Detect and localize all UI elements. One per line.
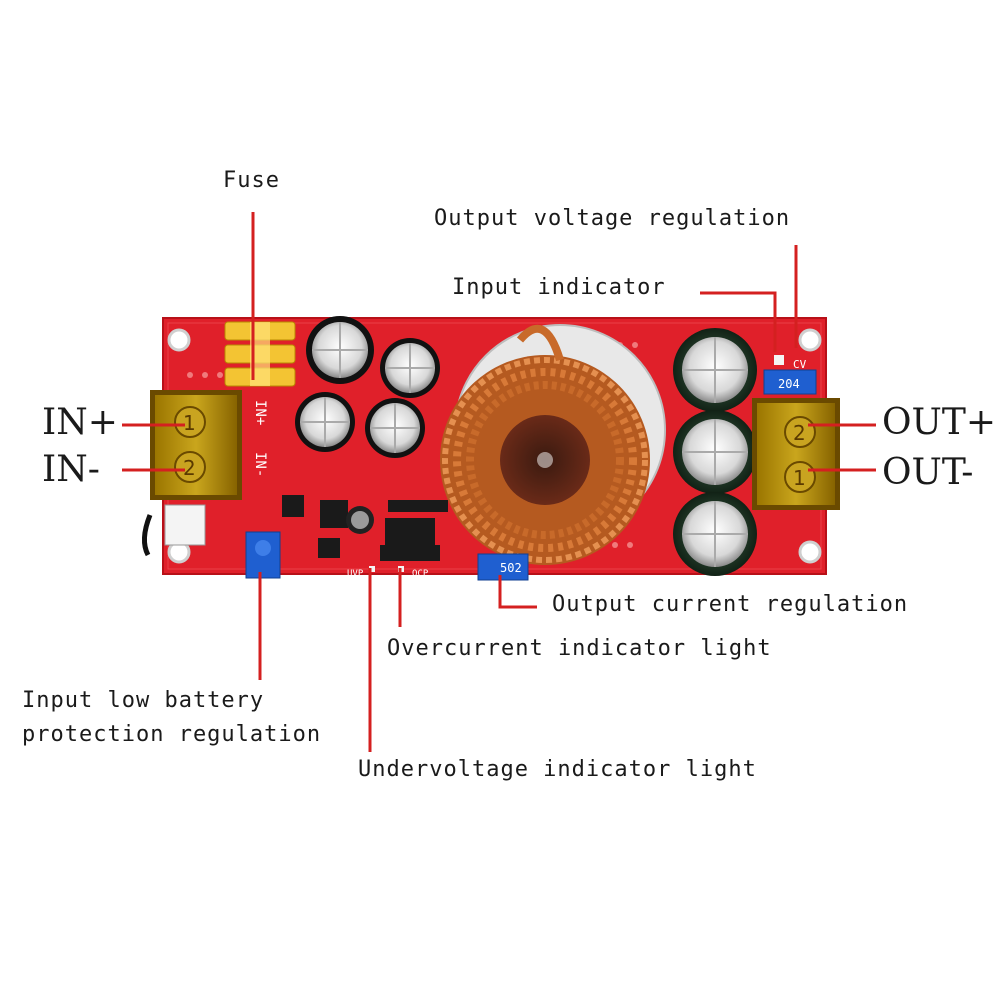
fuse-block (224, 321, 296, 387)
label-out-plus: OUT+ (882, 402, 997, 443)
label-in-plus: IN+ (42, 402, 118, 443)
silk-ocp: OCP (412, 569, 429, 579)
input-capacitors (295, 316, 440, 458)
output-terminal-block: 2 1 (752, 398, 840, 510)
label-fuse: Fuse (223, 168, 280, 193)
silk-in-plus: IN+ (252, 400, 268, 425)
control-ics (282, 495, 448, 561)
pot-ov-value: 204 (778, 377, 800, 391)
leader-lines (122, 212, 876, 752)
input-terminal-block: 1 2 (150, 390, 242, 500)
silk-in-minus: IN- (252, 452, 268, 477)
label-overcurrent-indicator-light: Overcurrent indicator light (387, 636, 772, 661)
label-input-low-battery-line1: Input low battery (22, 688, 265, 713)
terminal-out-1: 1 (793, 466, 806, 490)
terminal-in-2: 2 (183, 456, 196, 480)
terminal-in-1: 1 (183, 411, 196, 435)
low-battery-pot (245, 531, 281, 579)
label-out-minus: OUT- (882, 452, 974, 493)
silk-cv: CV (793, 358, 807, 371)
terminal-out-2: 2 (793, 421, 806, 445)
label-undervoltage-indicator-light: Undervoltage indicator light (358, 757, 757, 782)
leader-input-indicator (700, 291, 777, 352)
label-input-indicator: Input indicator (452, 275, 666, 300)
leader-output-current (498, 575, 537, 609)
fan-connector (142, 504, 206, 557)
pot-oc-value: 502 (500, 561, 522, 575)
label-input-low-battery-line2: protection regulation (22, 722, 322, 747)
label-output-voltage-regulation: Output voltage regulation (434, 206, 791, 231)
label-in-minus: IN- (42, 449, 100, 490)
toroid-inductor (440, 324, 650, 565)
output-voltage-pot: 204 CV (763, 355, 817, 395)
output-capacitors (673, 328, 757, 576)
silk-uvp: UVP (347, 569, 364, 579)
label-output-current-regulation: Output current regulation (552, 592, 909, 617)
mounting-holes (167, 328, 822, 564)
uvp-led (369, 566, 375, 572)
output-current-pot: 502 (477, 553, 529, 581)
